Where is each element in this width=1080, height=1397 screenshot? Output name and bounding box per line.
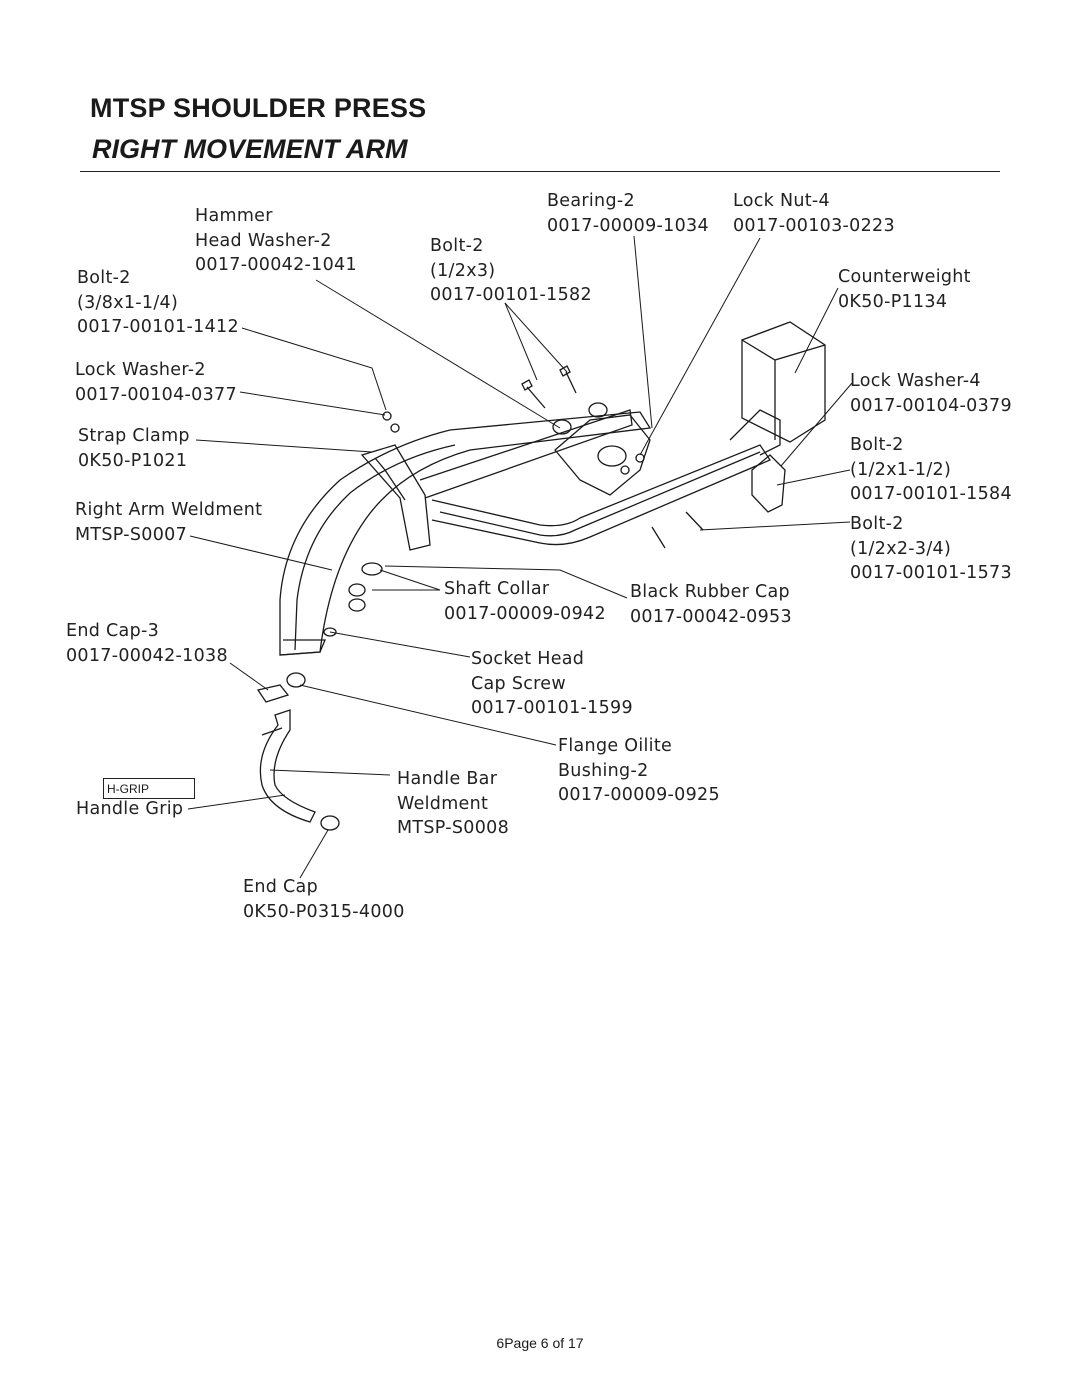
pivot-housing bbox=[554, 414, 651, 496]
h-grip-box bbox=[103, 778, 195, 799]
leader-bearing bbox=[633, 235, 653, 429]
leader-hammer bbox=[315, 279, 561, 429]
leader-lock-nut bbox=[639, 237, 761, 456]
title-rule bbox=[80, 171, 1000, 172]
label-hammer-washer: Hammer Head Washer-2 0017-00042-1041 bbox=[195, 206, 357, 275]
h-grip-text: H-GRIP bbox=[107, 782, 149, 796]
label-lock-washer-4: Lock Washer-4 0017-00104-0379 bbox=[850, 371, 1012, 416]
page-footer: 6Page 6 of 17 bbox=[496, 1335, 584, 1351]
leader-bolt-1-2x2-3-4 bbox=[699, 521, 851, 531]
arm-end-face bbox=[279, 639, 326, 656]
end-cap-shape bbox=[320, 815, 340, 831]
label-handle-bar-weldment: Handle Bar Weldment MTSP-S0008 bbox=[397, 769, 510, 838]
leader-bolt-3-8 bbox=[241, 327, 387, 411]
strap-clamp-shape bbox=[360, 444, 431, 551]
leader-socket-head bbox=[329, 631, 471, 658]
shaft-collar-shape bbox=[361, 562, 383, 576]
bolt-lower-2 bbox=[685, 511, 704, 531]
label-bolt-1-2x3: Bolt-2 (1/2x3) 0017-00101-1582 bbox=[430, 236, 592, 305]
label-bolt-3-8: Bolt-2 (3/8x1-1/4) 0017-00101-1412 bbox=[77, 268, 239, 337]
leader-bolt-1-2x1-1-2 bbox=[776, 469, 851, 486]
leader-black-rubber-cap bbox=[384, 565, 628, 599]
label-socket-head-cap-screw: Socket Head Cap Screw 0017-00101-1599 bbox=[471, 649, 633, 718]
page-title: MTSP SHOULDER PRESS bbox=[90, 93, 427, 123]
leader-counterweight bbox=[794, 287, 839, 374]
leader-flange-oilite bbox=[299, 684, 557, 746]
leader-shaft-collar bbox=[372, 569, 441, 591]
pivot-hub bbox=[597, 445, 627, 467]
page-subtitle: RIGHT MOVEMENT ARM bbox=[92, 134, 408, 164]
handle-bar-shape bbox=[259, 709, 316, 823]
label-flange-oilite-bushing: Flange Oilite Bushing-2 0017-00009-0925 bbox=[558, 736, 720, 805]
front-tube bbox=[419, 409, 633, 499]
counterweight-block bbox=[741, 321, 826, 443]
lock-washer-small bbox=[382, 411, 392, 421]
label-strap-clamp: Strap Clamp 0K50-P1021 bbox=[78, 426, 190, 471]
end-cap-3-shape bbox=[256, 684, 290, 703]
label-bolt-1-2x1-1-2: Bolt-2 (1/2x1-1/2) 0017-00101-1584 bbox=[850, 435, 1012, 504]
label-end-cap-3: End Cap-3 0017-00042-1038 bbox=[66, 621, 228, 666]
leader-strap-clamp bbox=[195, 439, 373, 453]
label-lock-nut: Lock Nut-4 0017-00103-0223 bbox=[733, 191, 895, 236]
leader-handle-bar bbox=[269, 769, 391, 776]
leader-lock-washer-4 bbox=[780, 382, 853, 467]
label-shaft-collar: Shaft Collar 0017-00009-0942 bbox=[444, 579, 606, 624]
leader-lock-washer-2 bbox=[239, 391, 386, 416]
bolt-lower-1 bbox=[651, 526, 666, 549]
lower-tube bbox=[431, 444, 771, 546]
label-bolt-1-2x2-3-4: Bolt-2 (1/2x2-3/4) 0017-00101-1573 bbox=[850, 514, 1012, 583]
leader-right-arm bbox=[189, 535, 333, 571]
arm-tube-inner-edge bbox=[294, 444, 456, 651]
bolt-right bbox=[559, 365, 577, 394]
label-black-rubber-cap: Black Rubber Cap 0017-00042-0953 bbox=[630, 582, 792, 627]
strap-clamp-inner bbox=[374, 457, 406, 501]
label-counterweight: Counterweight 0K50-P1134 bbox=[838, 267, 971, 312]
bearing-left bbox=[552, 419, 572, 435]
leader-end-cap bbox=[299, 829, 329, 879]
bolt-left bbox=[521, 379, 546, 409]
leader-end-cap-3 bbox=[229, 662, 269, 691]
leader-handle-grip bbox=[187, 794, 286, 810]
arm-tube-outer bbox=[279, 411, 652, 656]
leader-bolt-1-2x3-b bbox=[504, 302, 568, 373]
bearing-right bbox=[588, 402, 608, 418]
leader-bolt-1-2x3-a bbox=[504, 302, 538, 381]
counterweight-horn bbox=[729, 409, 781, 456]
label-end-cap: End Cap 0K50-P0315-4000 bbox=[243, 877, 405, 922]
flange-bushing-shape bbox=[286, 672, 306, 688]
socket-screw-shape bbox=[323, 627, 337, 637]
label-lock-washer-2: Lock Washer-2 0017-00104-0377 bbox=[75, 360, 237, 405]
lower-tube-edge bbox=[439, 451, 761, 537]
label-handle-grip: Handle Grip bbox=[76, 799, 184, 819]
side-plate bbox=[751, 454, 786, 513]
label-right-arm-weldment: Right Arm Weldment MTSP-S0007 bbox=[75, 500, 263, 545]
label-bearing: Bearing-2 0017-00009-1034 bbox=[547, 191, 709, 236]
